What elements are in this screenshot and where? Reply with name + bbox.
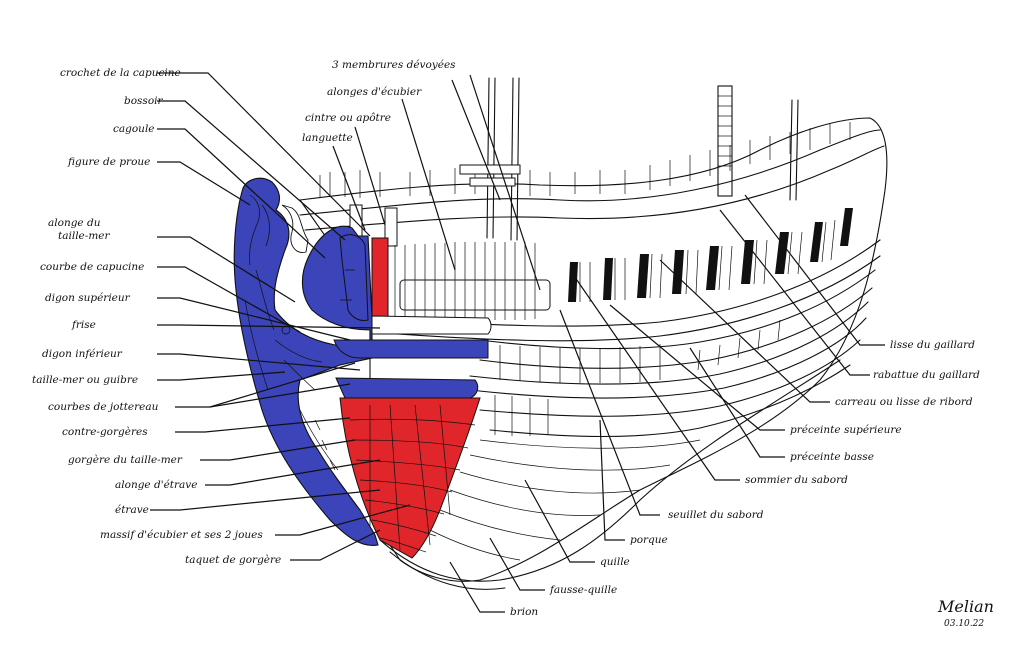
stem-red-region bbox=[339, 237, 481, 559]
label-fausse-quille: fausse-quille bbox=[549, 584, 617, 596]
label-sommier-du-sabord: sommier du sabord bbox=[745, 474, 848, 486]
label-brion: brion bbox=[510, 606, 538, 618]
label-rabattue-du-gaillard: rabattue du gaillard bbox=[873, 369, 980, 381]
label-porque: porque bbox=[630, 534, 668, 546]
labels-left: crochet de la capucine bossoir cagoule f… bbox=[32, 67, 281, 566]
signature-date: 03.10.22 bbox=[944, 619, 984, 629]
label-seuillet-du-sabord: seuillet du sabord bbox=[668, 509, 764, 521]
labels-top: 3 membrures dévoyées alonges d'écubier c… bbox=[302, 59, 456, 144]
label-taquet-de-gorgere: taquet de gorgère bbox=[185, 554, 281, 566]
label-frise: frise bbox=[71, 319, 96, 331]
label-etrave: étrave bbox=[115, 504, 149, 516]
label-figure-de-proue: figure de proue bbox=[67, 156, 150, 168]
label-alonge-d-etrave: alonge d'étrave bbox=[115, 479, 197, 491]
label-contre-gorgeres: contre-gorgères bbox=[62, 426, 148, 438]
label-crochet-de-la-capucine: crochet de la capucine bbox=[60, 67, 181, 79]
label-bossoir: bossoir bbox=[124, 95, 163, 107]
label-alonges-d-ecubier: alonges d'écubier bbox=[327, 86, 422, 98]
label-preceinte-basse: préceinte basse bbox=[790, 451, 874, 463]
label-preceinte-superieure: préceinte supérieure bbox=[790, 424, 902, 436]
signature-name: Melian bbox=[937, 597, 994, 616]
masts bbox=[486, 77, 799, 241]
label-carreau-ou-lisse-de-ribord: carreau ou lisse de ribord bbox=[835, 396, 973, 408]
labels-right: lisse du gaillard rabattue du gaillard c… bbox=[510, 339, 980, 618]
leader-lines bbox=[150, 72, 885, 613]
label-lisse-du-gaillard: lisse du gaillard bbox=[890, 339, 975, 351]
label-digon-inferieur: digon inférieur bbox=[42, 348, 123, 360]
label-massif-d-ecubier: massif d'écubier et ses 2 joues bbox=[100, 529, 263, 541]
label-cagoule: cagoule bbox=[113, 123, 155, 135]
label-taille-mer-line: taille-mer bbox=[58, 230, 110, 242]
label-courbe-de-capucine: courbe de capucine bbox=[40, 261, 144, 273]
label-digon-superieur: digon supérieur bbox=[45, 292, 131, 304]
label-cintre-ou-apotre: cintre ou apôtre bbox=[305, 112, 391, 124]
label-courbes-de-jottereau: courbes de jottereau bbox=[48, 401, 159, 413]
label-3-membrures-devoyees: 3 membrures dévoyées bbox=[332, 59, 456, 71]
label-quille: quille bbox=[600, 556, 630, 568]
head-blue-region bbox=[233, 177, 492, 546]
label-taille-mer-ou-guibre: taille-mer ou guibre bbox=[32, 374, 138, 386]
signature: Melian 03.10.22 bbox=[937, 597, 994, 629]
label-alonge-line: alonge du bbox=[48, 217, 101, 229]
label-gorgere-du-taille-mer: gorgère du taille-mer bbox=[68, 454, 183, 466]
label-languette: languette bbox=[302, 132, 353, 144]
